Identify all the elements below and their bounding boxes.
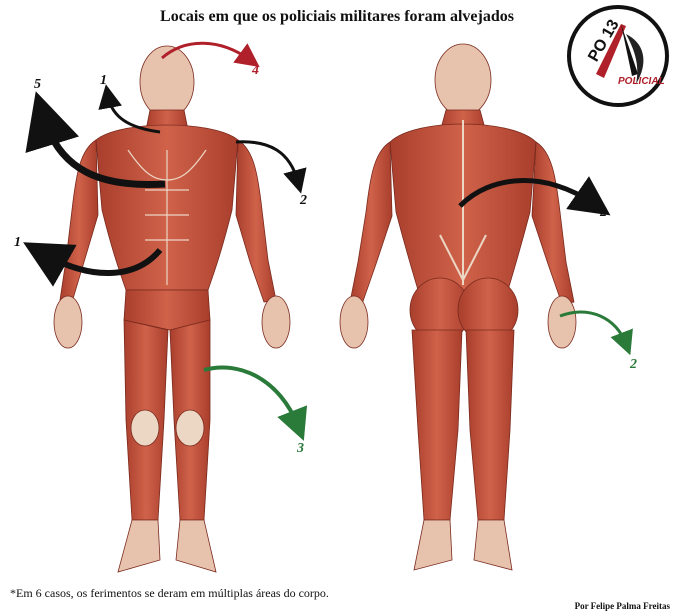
anatomy-figure: 4 1 5 2 1 3 2 2 [0, 30, 674, 582]
footnote: *Em 6 casos, os ferimentos se deram em m… [10, 586, 329, 601]
marker-front-head: 4 [251, 63, 259, 78]
arrow-thigh [204, 367, 298, 426]
marker-back-hand: 2 [629, 357, 637, 372]
author-credit: Por Felipe Palma Freitas [575, 601, 670, 611]
back-body [340, 44, 576, 570]
marker-front-abdomen: 1 [14, 235, 21, 250]
front-body [54, 46, 290, 572]
marker-front-shoulder: 2 [299, 193, 307, 208]
marker-front-thigh: 3 [296, 441, 304, 456]
marker-front-neck: 1 [100, 73, 107, 88]
marker-front-chest: 5 [34, 77, 41, 92]
marker-back-shoulder: 2 [599, 205, 607, 220]
